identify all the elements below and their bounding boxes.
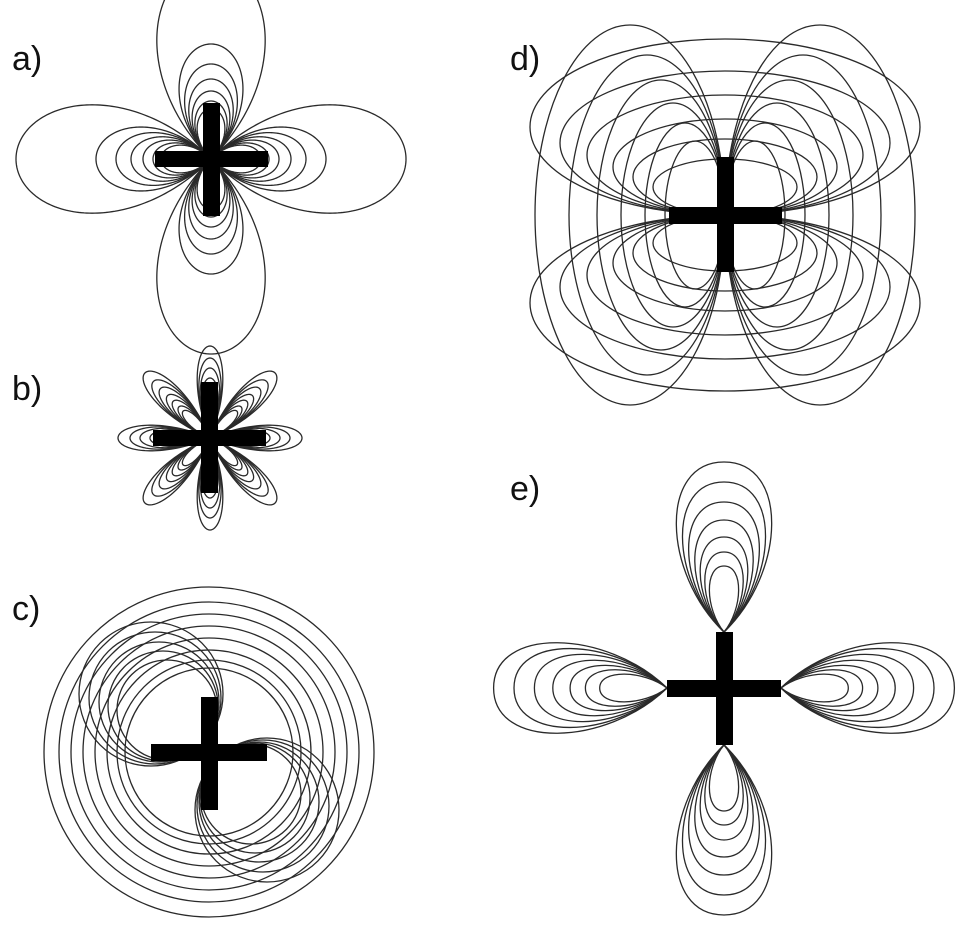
panel-c-field-line (43, 586, 375, 918)
panel-a-field-line (15, 0, 407, 355)
panel-e-field-line (694, 519, 754, 633)
panel-d-label: d) (510, 40, 540, 78)
panel-c-field-line (198, 741, 320, 863)
panel-a: a) (12, 0, 407, 355)
panel-a-field-line (152, 100, 270, 218)
panel-e-field-line (780, 653, 915, 723)
panel-c-field-lines (43, 586, 375, 918)
panel-a-cross-vertical-bar (203, 103, 220, 216)
panel-b-label: b) (12, 370, 42, 408)
panel-e-field-line (681, 481, 767, 633)
panel-c-field-line (106, 649, 312, 855)
panel-e-field-line (708, 565, 740, 634)
panel-c-field-line (78, 621, 224, 767)
panel-a-field-line (115, 63, 307, 255)
panel-a-field-line (130, 78, 292, 240)
panel-a-field-line (95, 43, 327, 275)
panel-c: c) (12, 586, 375, 918)
panel-e-field-line (599, 673, 669, 703)
panel-e-field-line (780, 659, 896, 717)
panel-d-cross (669, 157, 782, 272)
panel-e-field-line (708, 743, 740, 812)
panel-e-field-line (675, 461, 773, 633)
panel-e-field-line (675, 744, 773, 916)
panel-e-field-line (780, 642, 956, 734)
panel-a-cross (155, 103, 268, 216)
panel-c-field-line (94, 637, 324, 867)
panel-e: e) (492, 461, 956, 916)
panel-b-field-line (129, 357, 291, 519)
panel-a-field-line (142, 90, 280, 228)
panel-c-cross-vertical-bar (201, 697, 218, 810)
panel-c-cross (151, 697, 267, 810)
panel-c-field-line (88, 631, 222, 765)
panel-e-field-line (688, 744, 760, 876)
panel-e-field-line (513, 647, 668, 729)
panel-e-field-line (694, 744, 754, 858)
panel-e-field-line (780, 647, 935, 729)
panel-e-field-lines (492, 461, 956, 916)
panel-e-cross (667, 632, 781, 745)
panel-b-field-line (149, 377, 271, 499)
panel-e-field-line (699, 536, 749, 633)
panel-c-field-line (194, 737, 340, 883)
panel-c-field-line (196, 739, 330, 873)
panel-c-field-line (98, 641, 220, 763)
panel-e-field-line (704, 744, 744, 826)
panel-e-field-line (688, 501, 760, 633)
panel-e-field-line (569, 664, 668, 712)
panel-e-field-line (780, 664, 879, 712)
panel-c-label: c) (12, 590, 40, 628)
panel-c-field-line (199, 742, 311, 854)
panel-b-cross-vertical-bar (201, 382, 218, 493)
panel-e-cross-vertical-bar (716, 632, 733, 745)
panel-e-field-line (704, 551, 744, 633)
panel-d: d) (510, 24, 921, 406)
panel-e-field-line (533, 653, 668, 723)
panel-e-field-line (779, 669, 864, 707)
panel-e-field-line (699, 744, 749, 841)
panel-e-field-line (779, 673, 849, 703)
panel-e-field-line (492, 642, 668, 734)
panel-b-field-line (117, 345, 303, 531)
panel-e-field-line (681, 744, 767, 896)
panel-b: b) (12, 345, 303, 531)
panel-e-field-line (552, 659, 668, 717)
panel-c-field-line (58, 601, 360, 903)
panel-e-field-line (584, 669, 669, 707)
panel-a-label: a) (12, 40, 42, 78)
panel-b-cross (153, 382, 266, 493)
panel-d-cross-vertical-bar (717, 157, 734, 272)
panel-c-field-line (70, 613, 348, 891)
panel-e-label: e) (510, 470, 540, 508)
panel-b-field-line (139, 367, 281, 509)
panel-a-field-lines (15, 0, 407, 355)
panel-c-field-line (82, 625, 336, 879)
